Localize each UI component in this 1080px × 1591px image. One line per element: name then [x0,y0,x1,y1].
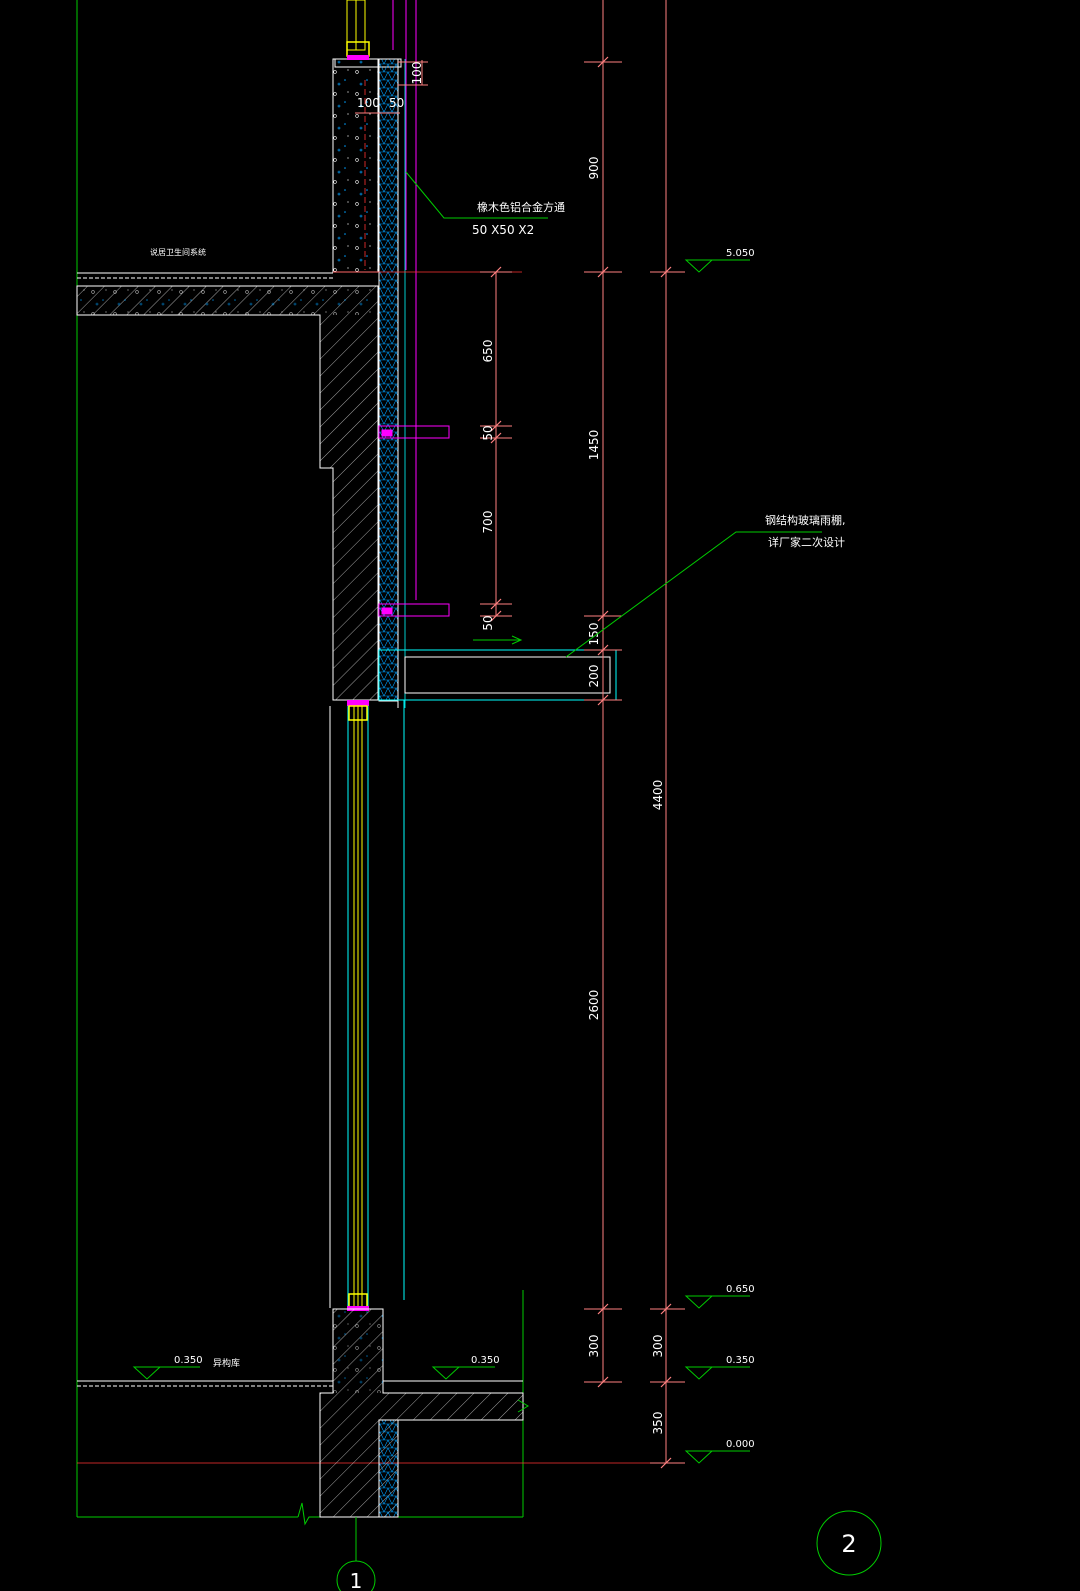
dim-inner-50-upper: 50 [481,425,495,440]
aluminum-tube-lines [378,0,450,617]
upper-floor-finish [77,272,333,279]
elevation-markers [132,259,750,1464]
dimension-ticks [490,56,672,1469]
dim-outer-200: 200 [587,665,601,688]
callout-canopy-line1: 钢结构玻璃雨棚, [765,513,846,527]
callouts: 橡木色铝合金方通 50 X50 X2 钢结构玻璃雨棚, 详厂家二次设计 [472,200,846,549]
dim-outer-900: 900 [587,157,601,180]
callout-canopy-line2: 详厂家二次设计 [768,535,845,549]
dimension-lines [355,0,685,1464]
dim-overall-300: 300 [651,1335,665,1358]
room-label-upper: 说居卫生间系统 [150,247,206,257]
dim-outer-300: 300 [587,1335,601,1358]
dim-overall-4400: 4400 [651,780,665,811]
upper-parapet [332,58,379,273]
dim-inner-700: 700 [481,511,495,534]
dim-wall-100-top: 100 [410,62,424,85]
elevation-0350-left: 0.350 [174,1355,203,1366]
elevation-0000: 0.000 [726,1439,755,1450]
elevation-0650: 0.650 [726,1284,755,1295]
elevation-5050: 5.050 [726,248,755,259]
callout-tube-name: 橡木色铝合金方通 [477,200,565,214]
dim-inner-50-lower: 50 [481,615,495,630]
floor-slab [76,285,379,701]
elevation-0350-middle: 0.350 [471,1355,500,1366]
upper-window [346,0,370,60]
dimension-texts: 900 1450 150 200 2600 300 4400 300 350 6… [357,62,665,1435]
dim-outer-2600: 2600 [587,990,601,1021]
axis-label-1: 1 [350,1569,363,1591]
callout-tube-size: 50 X50 X2 [472,223,534,237]
dim-outer-1450: 1450 [587,430,601,461]
dim-inner-650: 650 [481,340,495,363]
axis-markers [336,1510,882,1591]
dim-wall-50: 50 [389,96,404,110]
glass-canopy [378,649,617,1300]
axis-label-2: 2 [841,1530,856,1558]
leader-lines [405,171,822,658]
axis-bubble-1 [336,1560,376,1591]
elevation-texts: 5.050 0.650 0.350 0.350 0.350 0.000 [174,248,755,1450]
dim-wall-100-left: 100 [357,96,380,110]
dim-outer-150: 150 [587,623,601,646]
insulation-layer [378,58,399,702]
lower-floor-finish [77,1380,523,1387]
dim-overall-350: 350 [651,1412,665,1435]
axis-bubble-2 [816,1510,882,1576]
lower-window [329,700,369,1311]
elevation-0350-right: 0.350 [726,1355,755,1366]
building-outline [76,0,524,1526]
room-label-lower: 异构库 [213,1357,240,1369]
